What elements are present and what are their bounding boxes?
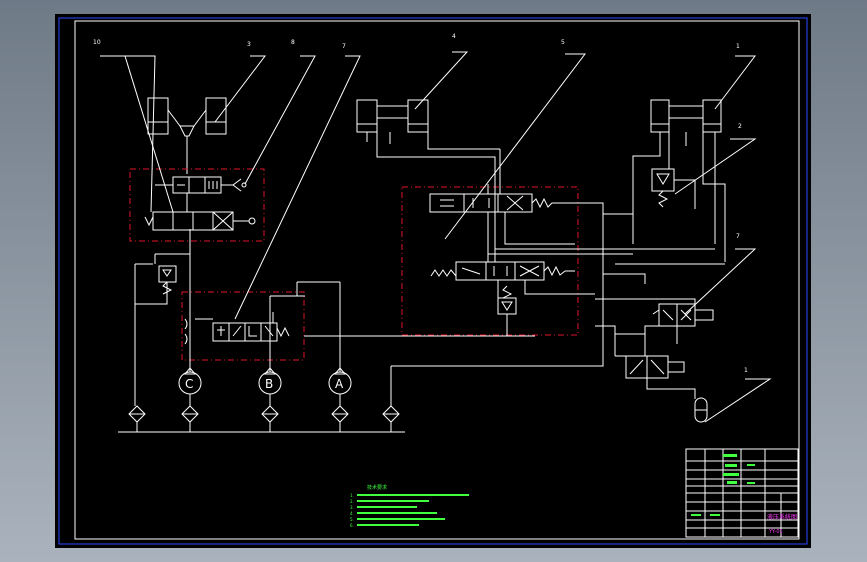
drawing-inner-border bbox=[74, 20, 800, 540]
svg-text:3: 3 bbox=[247, 41, 251, 48]
control-box-lower-left bbox=[181, 291, 305, 361]
svg-text:10: 10 bbox=[93, 39, 101, 46]
svg-text:C: C bbox=[185, 377, 193, 391]
filter-set bbox=[128, 405, 400, 423]
svg-text:2.: 2. bbox=[350, 499, 354, 504]
svg-text:7: 7 bbox=[736, 233, 740, 240]
svg-text:B: B bbox=[265, 377, 273, 391]
svg-text:2: 2 bbox=[738, 123, 742, 130]
svg-text:A: A bbox=[335, 377, 344, 391]
callout-leaders bbox=[100, 51, 772, 423]
svg-text:3.: 3. bbox=[350, 505, 354, 510]
pipes-right-lower bbox=[595, 325, 696, 399]
drawing-outer-border bbox=[58, 17, 808, 545]
technical-notes: 技术要求 1. 2. 3. 4. 5. 6. bbox=[350, 484, 469, 528]
callout-numbers: 10 3 8 7 4 5 1 2 7 1 bbox=[93, 33, 748, 374]
title-block[interactable]: 液压系统图 YY-01 bbox=[685, 448, 799, 538]
center-cylinder-pair[interactable] bbox=[356, 99, 429, 133]
svg-text:5.: 5. bbox=[350, 517, 354, 522]
valve-directional-upper-left[interactable] bbox=[155, 176, 247, 194]
right-cylinder-pair[interactable] bbox=[650, 99, 722, 133]
solenoid-valve-lower-right[interactable] bbox=[625, 355, 685, 379]
hydraulic-schematic: C B A bbox=[58, 17, 808, 545]
svg-text:1.: 1. bbox=[350, 493, 354, 498]
control-box-upper-left bbox=[129, 168, 265, 242]
svg-text:液压系统图: 液压系统图 bbox=[767, 513, 797, 521]
valve-directional-lower-left[interactable] bbox=[144, 211, 256, 231]
cad-viewport[interactable]: C B A bbox=[55, 14, 811, 548]
svg-text:YY-01: YY-01 bbox=[768, 529, 783, 535]
pipes-center bbox=[487, 149, 604, 336]
valve-directional-center-left[interactable] bbox=[184, 312, 290, 345]
pipes-left bbox=[134, 229, 604, 406]
svg-text:5: 5 bbox=[561, 39, 565, 46]
accumulator-right[interactable] bbox=[694, 397, 708, 423]
check-valve-center[interactable] bbox=[497, 285, 517, 315]
svg-text:4.: 4. bbox=[350, 511, 354, 516]
svg-text:技术要求: 技术要求 bbox=[367, 484, 387, 491]
svg-text:8: 8 bbox=[291, 39, 295, 46]
relief-valve-right[interactable] bbox=[651, 168, 675, 208]
valve-directional-center-upper[interactable] bbox=[429, 193, 565, 213]
left-cylinder-pair[interactable] bbox=[147, 97, 227, 174]
control-box-center bbox=[401, 186, 579, 336]
svg-text:1: 1 bbox=[744, 367, 748, 374]
solenoid-valve-right[interactable] bbox=[652, 303, 714, 327]
pipes-right-top bbox=[595, 132, 726, 314]
tank-line bbox=[118, 422, 405, 433]
svg-text:7: 7 bbox=[342, 43, 346, 50]
pipes-center-top bbox=[366, 132, 500, 184]
valve-directional-center-lower[interactable] bbox=[430, 261, 566, 281]
svg-text:4: 4 bbox=[452, 33, 456, 40]
svg-text:1: 1 bbox=[736, 43, 740, 50]
svg-text:6.: 6. bbox=[350, 523, 354, 528]
